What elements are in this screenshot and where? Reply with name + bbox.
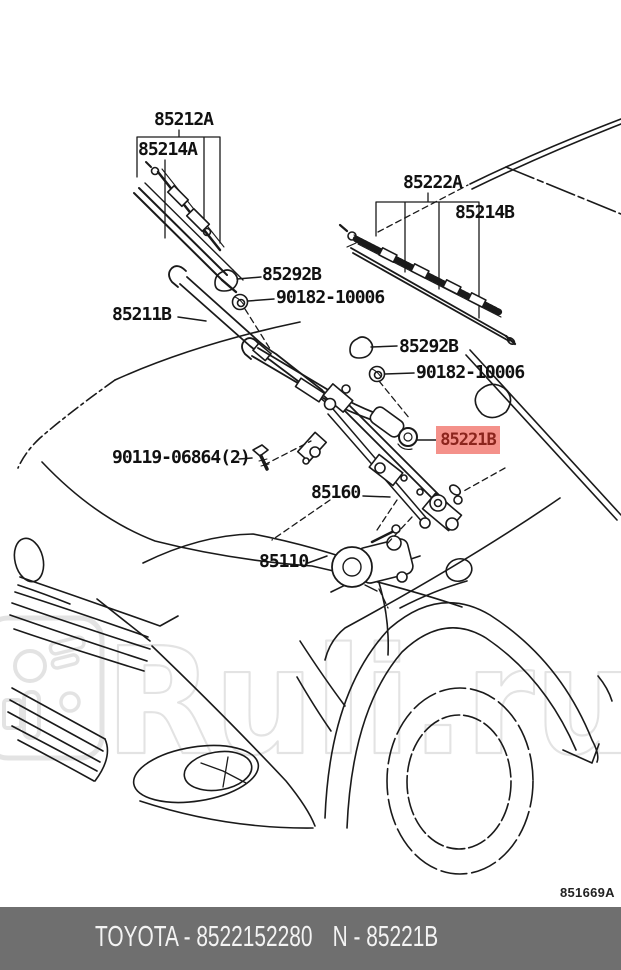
footer-part-info-left: TOYOTA - 8522152280 — [95, 921, 313, 953]
leader-lines-dashed — [244, 184, 506, 609]
wiper-motor — [331, 524, 414, 592]
part-label-85222a: 85222A — [403, 172, 463, 193]
watermark-text: Ruli.ru — [105, 616, 621, 788]
part-label-85160: 85160 — [311, 482, 361, 503]
highlighted-part-number: 85221B — [440, 430, 496, 450]
part-label-85212a: 85212A — [154, 109, 214, 130]
grommet-upper — [231, 293, 249, 311]
clip-cap-lower — [349, 336, 374, 359]
part-label-85110: 85110 — [259, 551, 309, 572]
part-label-85214a: 85214A — [138, 139, 198, 160]
part-label-85292b-lower: 85292B — [399, 336, 459, 357]
leader-lines — [177, 276, 437, 564]
wiper-linkage — [296, 383, 463, 532]
part-label-85214b: 85214B — [455, 202, 515, 223]
wiper-blade-right — [338, 192, 517, 346]
part-label-90182-10006-lower: 90182-10006 — [416, 362, 525, 383]
watermark-logo-icon — [0, 615, 105, 761]
part-label-85211b: 85211B — [112, 304, 172, 325]
footer-bar: TOYOTA - 8522152280 N - 85221B — [0, 907, 621, 970]
mounting-bolt — [252, 444, 270, 471]
part-label-90119-06864: 90119-06864(2) — [112, 447, 251, 468]
watermark: Ruli.ru — [0, 615, 621, 789]
car-body-outline — [7, 118, 621, 875]
footer-text: TOYOTA - 8522152280 N - 85221B — [95, 921, 438, 954]
clip-cap-upper — [214, 269, 239, 292]
part-label-85292b-upper: 85292B — [262, 264, 322, 285]
footer-part-info-right: N - 85221B — [332, 921, 439, 953]
grommet-lower — [368, 365, 386, 383]
diagram-reference-code: 851669A — [560, 885, 615, 900]
part-label-85221b-highlighted: 85221B — [436, 426, 500, 454]
wiper-blade-left — [133, 129, 244, 294]
part-label-90182-10006-upper: 90182-10006 — [276, 287, 385, 308]
